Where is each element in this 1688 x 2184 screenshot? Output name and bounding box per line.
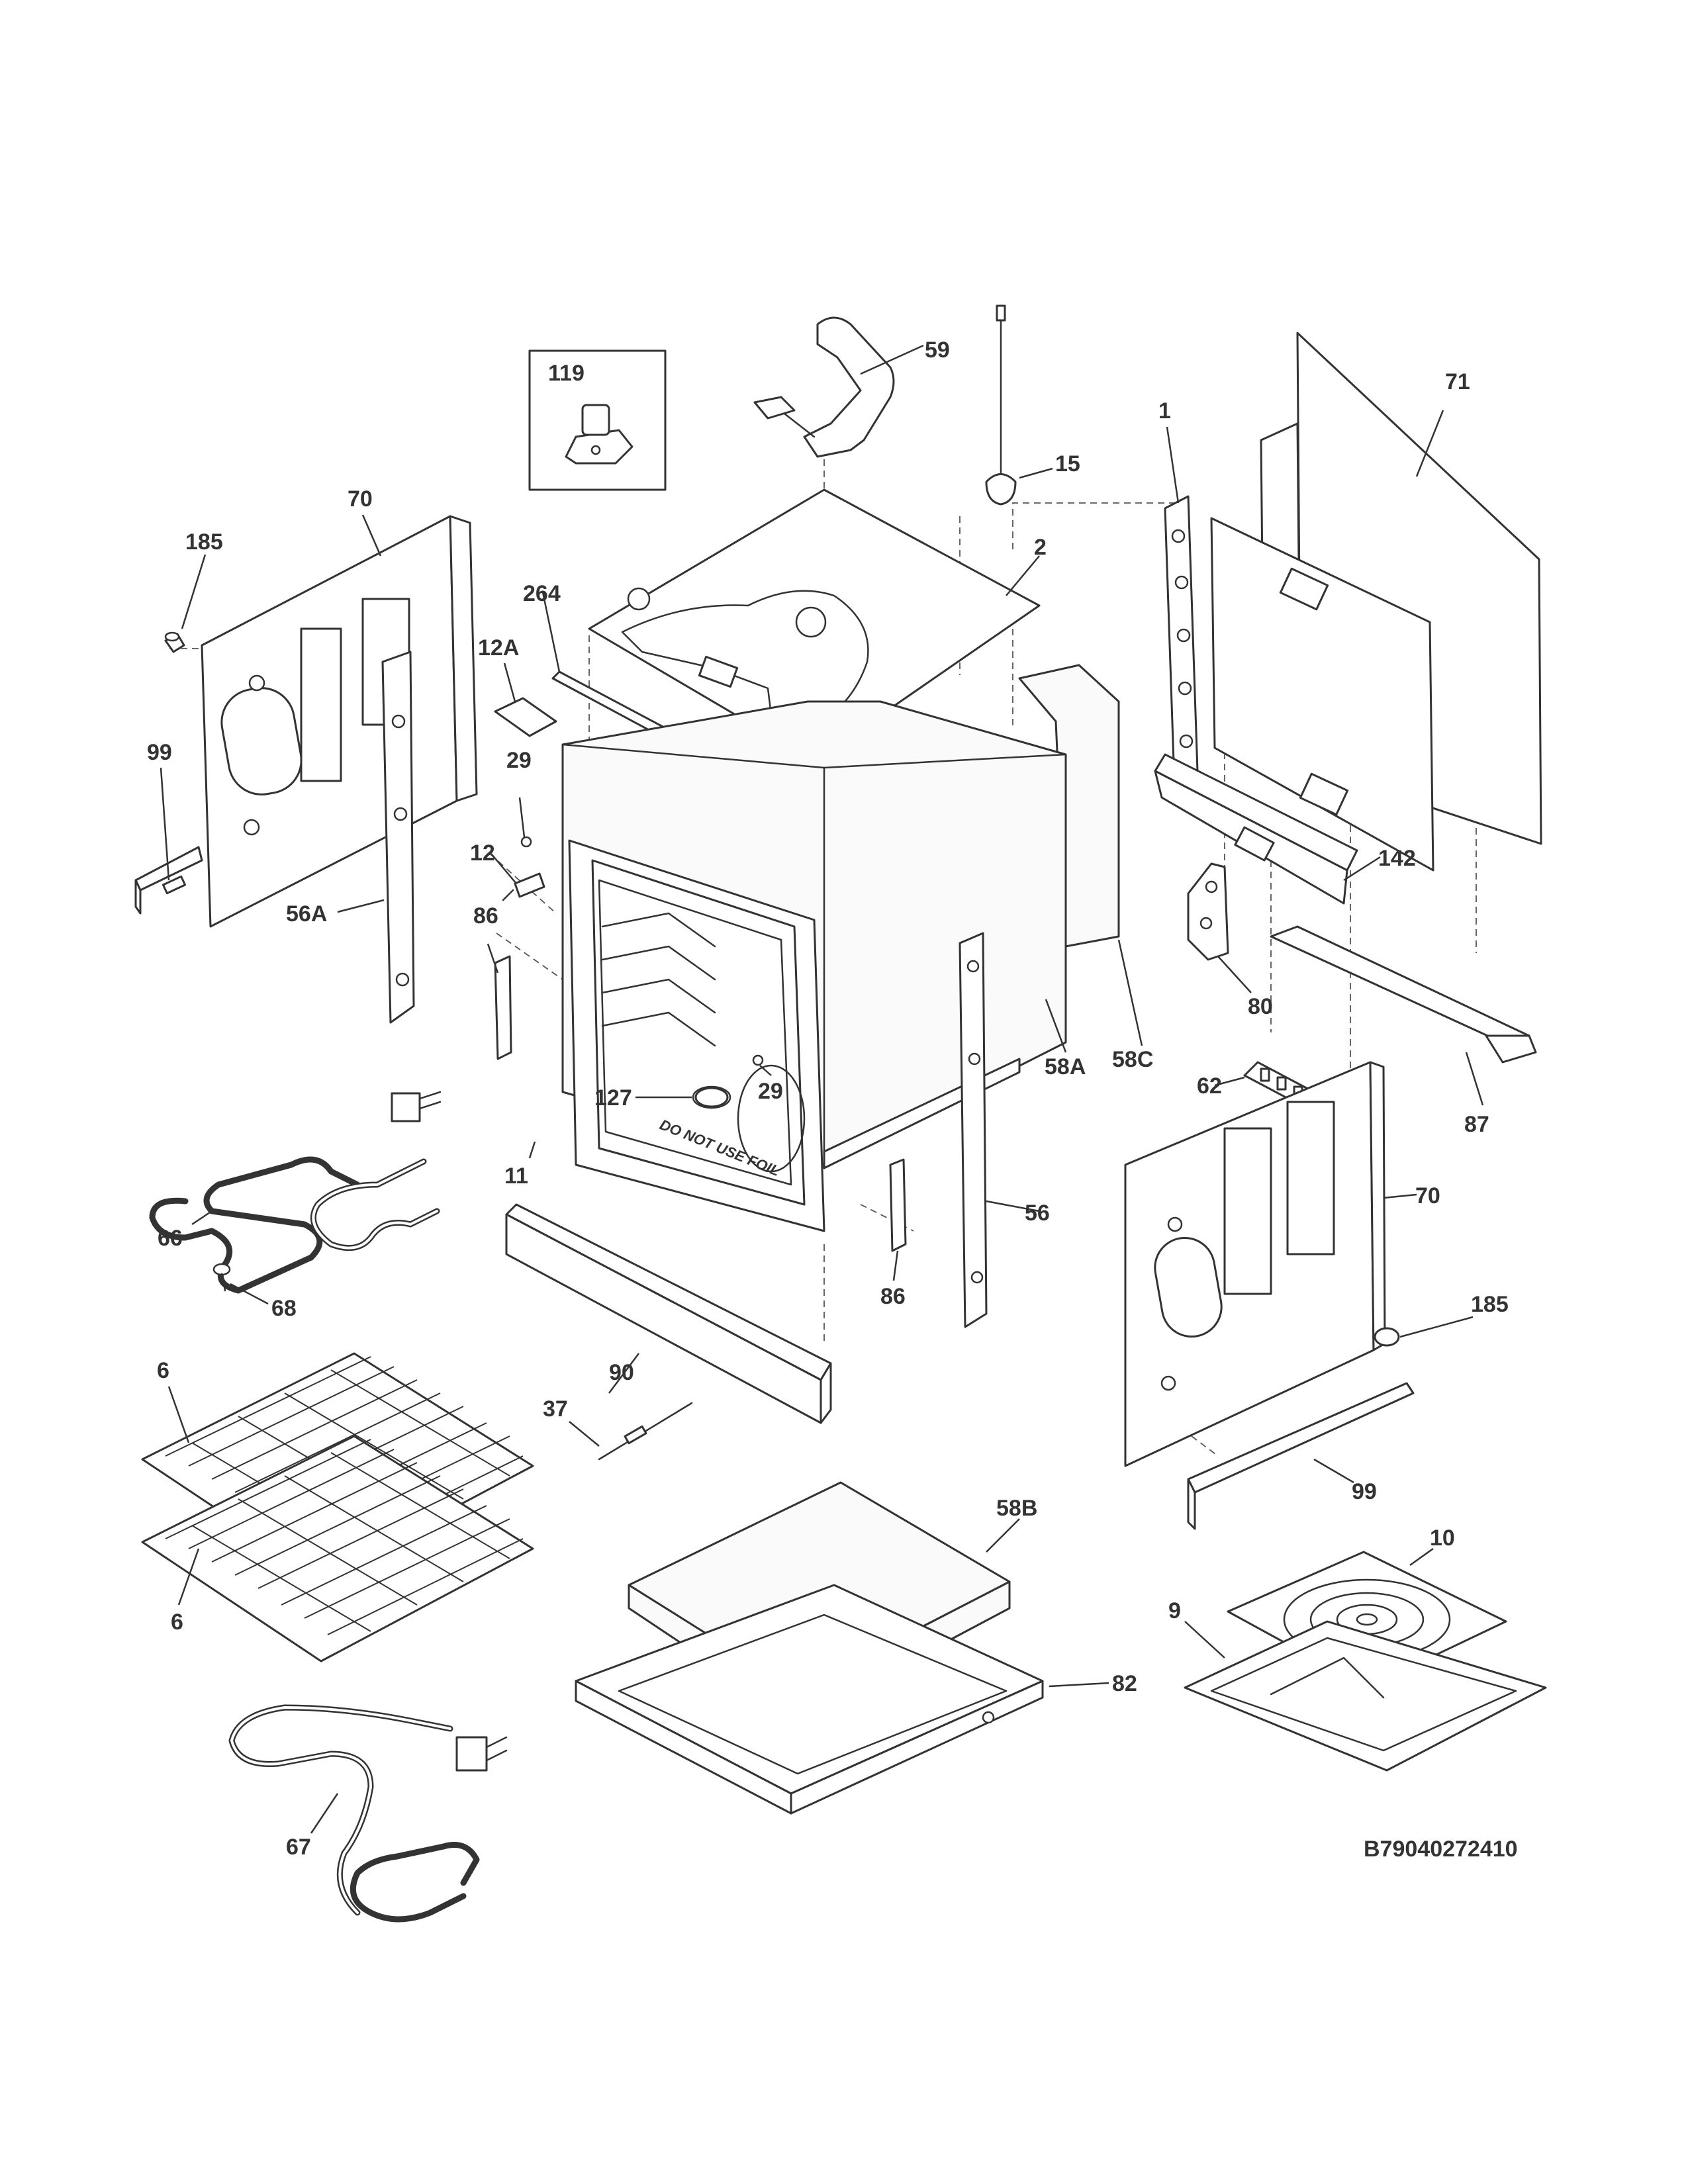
part-185-left-cap	[164, 631, 185, 653]
callout-86-right: 86	[880, 1284, 906, 1309]
callout-68: 68	[271, 1296, 297, 1321]
callout-56A: 56A	[286, 901, 327, 927]
callout-9: 9	[1168, 1598, 1181, 1623]
callout-6-lower: 6	[171, 1610, 183, 1635]
callout-87: 87	[1464, 1112, 1489, 1137]
callout-99-right: 99	[1352, 1479, 1377, 1504]
part-59-duct	[753, 316, 895, 458]
callout-11: 11	[504, 1163, 528, 1189]
callout-leaders	[160, 344, 1484, 1834]
part-86-right-hinge	[889, 1158, 907, 1252]
callout-15: 15	[1055, 451, 1080, 477]
drawing-code: B79040272410	[1364, 1837, 1518, 1862]
part-82-bottom-pan	[575, 1584, 1044, 1815]
part-99-right-bracket	[1187, 1382, 1415, 1530]
part-56-rail	[959, 932, 988, 1328]
callout-37: 37	[543, 1396, 568, 1422]
callout-80: 80	[1248, 994, 1273, 1019]
callout-59: 59	[925, 338, 950, 363]
callout-71: 71	[1445, 369, 1470, 394]
part-56A-rail	[381, 651, 415, 1024]
callout-82: 82	[1112, 1671, 1137, 1696]
part-29-screw	[520, 836, 532, 848]
callout-58B: 58B	[996, 1496, 1037, 1521]
callout-86-left: 86	[473, 903, 498, 929]
part-127-light	[694, 1087, 729, 1108]
callout-70-right: 70	[1415, 1183, 1440, 1208]
callout-185-left: 185	[185, 529, 223, 555]
callout-12A: 12A	[478, 635, 519, 660]
callout-70-left: 70	[348, 486, 373, 512]
part-68-clip	[212, 1263, 231, 1292]
part-87-rail	[1270, 925, 1537, 1064]
part-67-bake-element	[228, 1704, 508, 1923]
part-119-inset	[528, 349, 667, 491]
callout-66: 66	[158, 1226, 183, 1251]
part-37-probe	[598, 1402, 693, 1461]
part-70-left-panel	[201, 515, 478, 928]
callout-58A: 58A	[1045, 1054, 1086, 1079]
part-9-fan-frame	[1184, 1620, 1547, 1772]
part-12-plug	[502, 872, 545, 901]
part-90-front-trim	[505, 1203, 832, 1424]
callout-67: 67	[286, 1835, 311, 1860]
part-99-left-bracket	[134, 846, 203, 915]
callout-127: 127	[594, 1085, 632, 1111]
callout-12: 12	[470, 841, 495, 866]
callout-264: 264	[523, 581, 561, 606]
part-185-right-cap	[1374, 1327, 1400, 1347]
part-80-bracket	[1187, 862, 1229, 961]
part-70-right-panel	[1124, 1061, 1386, 1467]
callout-99-left: 99	[147, 740, 172, 765]
part-66-broil-element	[149, 1091, 442, 1294]
part-6-rack-lower	[141, 1435, 534, 1662]
cavity-rack-supports	[601, 912, 716, 1047]
part-15-sensor	[985, 304, 1017, 506]
callout-90: 90	[609, 1360, 634, 1385]
callout-10: 10	[1430, 1525, 1455, 1551]
callout-1: 1	[1158, 398, 1171, 424]
callout-labels: 119 59 15 71 1 2 70 185 264 12A 29 99 12…	[147, 338, 1518, 1862]
part-86-left-hinge	[494, 955, 512, 1060]
part-29b-screw	[752, 1054, 764, 1066]
callout-56: 56	[1025, 1201, 1050, 1226]
part-1-frame-panel	[1164, 495, 1434, 872]
callout-29-top: 29	[506, 748, 532, 773]
callout-142: 142	[1378, 846, 1416, 871]
part-11-cavity-frame: DO NOT USE FOIL	[568, 839, 825, 1232]
callout-29-cavity: 29	[758, 1079, 783, 1104]
callout-2: 2	[1034, 535, 1047, 560]
callout-58C: 58C	[1112, 1047, 1153, 1072]
callout-119: 119	[548, 361, 585, 386]
part-58C-insulation	[1018, 664, 1120, 948]
callout-62: 62	[1197, 1073, 1222, 1099]
part-12A-plate	[494, 697, 557, 737]
callout-6-upper: 6	[157, 1358, 169, 1383]
part-142-vent-trim	[1154, 753, 1358, 905]
callout-185-right: 185	[1471, 1292, 1509, 1317]
